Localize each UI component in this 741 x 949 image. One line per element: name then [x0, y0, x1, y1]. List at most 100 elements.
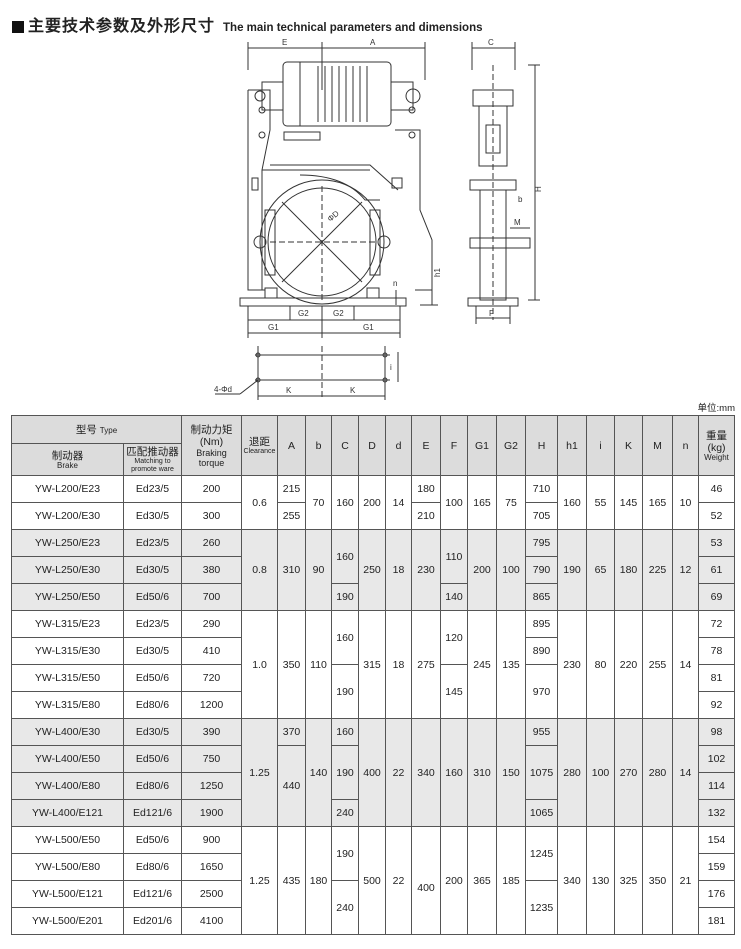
- cell-pusher: Ed30/5: [122, 502, 183, 530]
- cell-weight: 78: [698, 637, 736, 665]
- header-c: C: [331, 415, 360, 476]
- cell-c: 190: [331, 583, 360, 611]
- cell-torque: 4100: [181, 907, 243, 935]
- cell-torque: 390: [181, 718, 243, 746]
- base-plan-view: i K K 4-Φd: [214, 346, 399, 400]
- cell-brake: YW-L500/E80: [11, 853, 124, 881]
- cell-d-upper: 315: [358, 610, 387, 719]
- cell-e: 230: [411, 529, 442, 611]
- cell-pusher: Ed50/6: [122, 583, 183, 611]
- brake-base: n h1: [239, 242, 442, 307]
- cell-b: 70: [305, 475, 333, 530]
- cell-d-lower: 22: [385, 826, 413, 935]
- cell-k: 270: [614, 718, 644, 827]
- cell-h1: 160: [557, 475, 588, 530]
- table-row: YW-L250/E30 Ed30/5 380 790 61: [11, 556, 736, 584]
- cell-a: 310: [277, 529, 307, 611]
- header-f: F: [440, 415, 469, 476]
- dim-label-g2-right: G2: [333, 309, 344, 318]
- cell-f: 110: [440, 529, 469, 584]
- cell-h1: 340: [557, 826, 588, 935]
- cell-torque: 1250: [181, 772, 243, 800]
- cell-m: 165: [642, 475, 674, 530]
- side-view: C H M b F: [467, 38, 543, 324]
- cell-c: 190: [331, 745, 360, 800]
- dim-label-i: i: [390, 363, 392, 372]
- table-row: YW-L250/E50 Ed50/6 700 190 140 865 69: [11, 583, 736, 611]
- dim-label-d: ΦD: [326, 209, 341, 224]
- dim-label-hole: 4-Φd: [214, 385, 232, 394]
- cell-g1: 165: [467, 475, 498, 530]
- cell-d-lower: 18: [385, 529, 413, 611]
- cell-c: 160: [331, 475, 360, 530]
- header-g1: G1: [467, 415, 498, 476]
- cell-m: 225: [642, 529, 674, 611]
- cell-i: 65: [586, 529, 616, 611]
- cell-brake: YW-L500/E201: [11, 907, 124, 935]
- cell-torque: 900: [181, 826, 243, 854]
- cell-torque: 300: [181, 502, 243, 530]
- cell-f: 160: [440, 718, 469, 827]
- cell-pusher: Ed50/6: [122, 664, 183, 692]
- cell-clearance: 1.0: [241, 610, 279, 719]
- bullet-square-icon: [12, 21, 24, 33]
- cell-h: 955: [525, 718, 559, 746]
- cell-weight: 92: [698, 691, 736, 719]
- cell-clearance: 1.25: [241, 826, 279, 935]
- header-d-upper: D: [358, 415, 387, 476]
- cell-torque: 1650: [181, 853, 243, 881]
- cell-h: 705: [525, 502, 559, 530]
- cell-torque: 1200: [181, 691, 243, 719]
- cell-i: 100: [586, 718, 616, 827]
- cell-weight: 61: [698, 556, 736, 584]
- cell-torque: 380: [181, 556, 243, 584]
- cell-brake: YW-L500/E50: [11, 826, 124, 854]
- header-h1: h1: [557, 415, 588, 476]
- table-row: YW-L500/E50 Ed50/6 900 1.25 435 180 190 …: [11, 826, 736, 935]
- unit-label: 单位:mm: [697, 403, 735, 414]
- cell-n: 14: [672, 718, 700, 827]
- cell-a: 435: [277, 826, 307, 935]
- cell-g1: 310: [467, 718, 498, 827]
- cell-h1: 230: [557, 610, 588, 719]
- cell-c: 160: [331, 718, 360, 746]
- cell-b: 180: [305, 826, 333, 935]
- header-a: A: [277, 415, 307, 476]
- cell-weight: 114: [698, 772, 736, 800]
- cell-h: 710: [525, 475, 559, 503]
- dim-label-h: H: [534, 186, 543, 192]
- cell-d-upper: 250: [358, 529, 387, 611]
- cell-clearance: 0.8: [241, 529, 279, 611]
- table-row: YW-L500/E201 Ed201/6 4100 181: [11, 907, 736, 935]
- header-g2: G2: [496, 415, 527, 476]
- table-row: YW-L400/E30 Ed30/5 390 1.25 370 140 160 …: [11, 718, 736, 827]
- dim-label-g1-right: G1: [363, 323, 374, 332]
- brake-frame: [247, 89, 433, 291]
- cell-pusher: Ed23/5: [122, 475, 183, 503]
- cell-h: 895: [525, 610, 559, 638]
- cell-brake: YW-L315/E30: [11, 637, 124, 665]
- header-h: H: [525, 415, 559, 476]
- cell-weight: 98: [698, 718, 736, 746]
- cell-g1: 200: [467, 529, 498, 611]
- cell-weight: 46: [698, 475, 736, 503]
- dim-label-b: b: [518, 195, 523, 204]
- dim-label-f: F: [489, 309, 494, 318]
- cell-brake: YW-L250/E50: [11, 583, 124, 611]
- header-weight: 重量(kg)Weight: [698, 415, 736, 476]
- cell-g2: 135: [496, 610, 527, 719]
- cell-h: 790: [525, 556, 559, 584]
- cell-torque: 260: [181, 529, 243, 557]
- cell-f: 100: [440, 475, 469, 530]
- cell-c: 190: [331, 826, 360, 881]
- cell-h1: 190: [557, 529, 588, 611]
- cell-m: 350: [642, 826, 674, 935]
- dim-label-n: n: [393, 279, 397, 288]
- cell-e: 400: [411, 826, 442, 935]
- cell-g2: 185: [496, 826, 527, 935]
- cell-pusher: Ed80/6: [122, 691, 183, 719]
- cell-n: 21: [672, 826, 700, 935]
- cell-b: 140: [305, 718, 333, 827]
